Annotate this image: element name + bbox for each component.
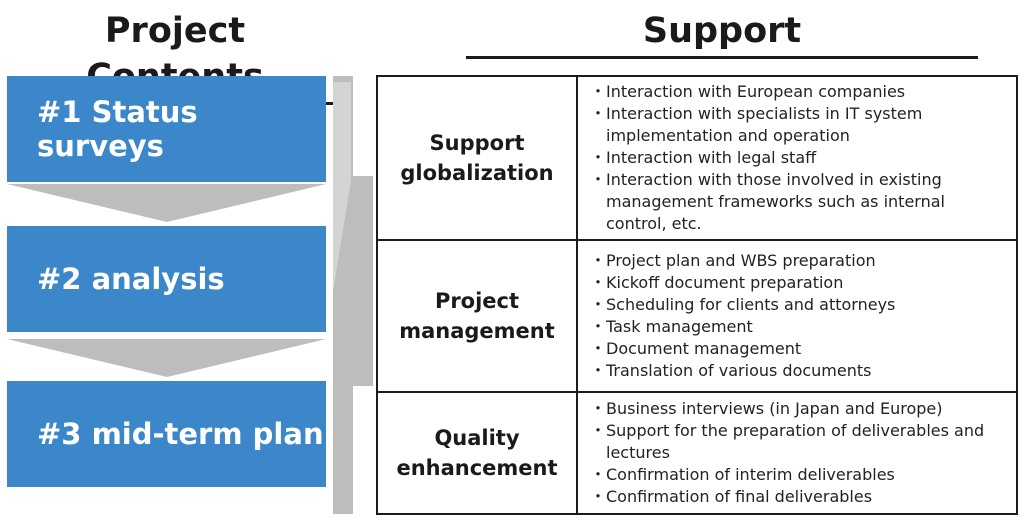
step-status-surveys: #1 Status surveys [7, 76, 326, 182]
category-label: Quality [434, 426, 520, 450]
category-label: enhancement [396, 456, 558, 480]
list-item: ・Task management [590, 317, 753, 336]
category-label: globalization [400, 161, 554, 185]
down-arrow-icon [7, 184, 326, 222]
list-item: ・Interaction with legal staff [590, 148, 817, 167]
right-arrow-icon [333, 76, 373, 514]
support-items-cell: ・Business interviews (in Japan and Europ… [576, 391, 1018, 515]
category-cell: Project management [376, 239, 578, 393]
support-table: Support globalization ・Interaction with … [376, 75, 1018, 515]
bullet-icon: ・ [590, 487, 607, 506]
category-cell: Quality enhancement [376, 391, 578, 515]
table-row: Support globalization ・Interaction with … [376, 75, 1018, 241]
support-items-cell: ・Interaction with European companies ・In… [576, 75, 1018, 241]
support-list: ・Business interviews (in Japan and Europ… [590, 398, 1006, 508]
list-item: ・Business interviews (in Japan and Europ… [590, 399, 943, 418]
support-heading: Support [466, 8, 978, 59]
list-item: ・Interaction with European companies [590, 82, 906, 101]
category-label: Support [429, 131, 525, 155]
bullet-icon: ・ [590, 251, 607, 270]
list-item: ・Document management [590, 339, 802, 358]
support-list: ・Project plan and WBS preparation ・Kicko… [590, 250, 1006, 382]
support-list: ・Interaction with European companies ・In… [590, 81, 1006, 235]
bullet-icon: ・ [590, 104, 607, 123]
category-cell: Support globalization [376, 75, 578, 241]
bullet-icon: ・ [590, 361, 607, 380]
list-item: ・Project plan and WBS preparation [590, 251, 876, 270]
step-mid-term-plan: #3 mid-term plan [7, 381, 326, 487]
bullet-icon: ・ [590, 148, 607, 167]
step-analysis: #2 analysis [7, 226, 326, 332]
down-arrow-icon [7, 339, 326, 377]
bullet-icon: ・ [590, 295, 607, 314]
list-item: ・Translation of various documents [590, 361, 872, 380]
table-row: Quality enhancement ・Business interviews… [376, 391, 1018, 515]
list-item: ・Confirmation of interim deliverables [590, 465, 895, 484]
bullet-icon: ・ [590, 399, 607, 418]
bullet-icon: ・ [590, 421, 607, 440]
list-item: ・Scheduling for clients and attorneys [590, 295, 896, 314]
list-item: ・Confirmation of final deliverables [590, 487, 873, 506]
list-item: ・Support for the preparation of delivera… [590, 421, 985, 462]
category-label: management [399, 319, 555, 343]
support-items-cell: ・Project plan and WBS preparation ・Kicko… [576, 239, 1018, 393]
list-item: ・Kickoff document preparation [590, 273, 844, 292]
bullet-icon: ・ [590, 273, 607, 292]
bullet-icon: ・ [590, 170, 607, 189]
bullet-icon: ・ [590, 82, 607, 101]
list-item: ・Interaction with those involved in exis… [590, 170, 945, 233]
bullet-icon: ・ [590, 339, 607, 358]
table-row: Project management ・Project plan and WBS… [376, 239, 1018, 393]
category-label: Project [434, 289, 520, 313]
bullet-icon: ・ [590, 465, 607, 484]
list-item: ・Interaction with specialists in IT syst… [590, 104, 923, 145]
bullet-icon: ・ [590, 317, 607, 336]
